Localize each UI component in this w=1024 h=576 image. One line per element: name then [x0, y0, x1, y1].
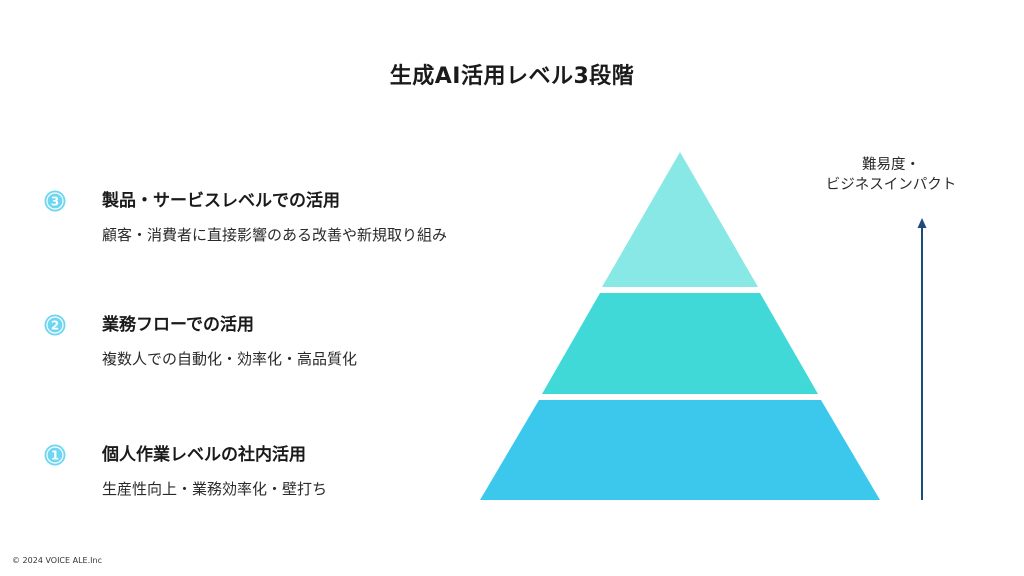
svg-text:3: 3: [51, 195, 59, 209]
level-2-heading: 業務フローでの活用: [102, 315, 254, 335]
level-2-description: 複数人での自動化・効率化・高品質化: [102, 350, 358, 368]
axis-label-line2: ビジネスインパクト: [825, 177, 957, 193]
level-1-description: 生産性向上・業務効率化・壁打ち: [102, 480, 328, 498]
number-1-badge-icon: 1: [44, 444, 66, 466]
level-1-heading: 個人作業レベルの社内活用: [102, 445, 306, 465]
pyramid-tier-bottom: [480, 400, 880, 500]
copyright-footer: © 2024 VOICE ALE.Inc: [12, 556, 102, 565]
upward-arrow-icon: [917, 218, 927, 500]
number-3-badge-icon: 3: [44, 190, 66, 212]
page-title: 生成AI活用レベル3段階: [389, 64, 635, 89]
axis-label-line1: 難易度・: [862, 157, 920, 173]
level-3-heading: 製品・サービスレベルでの活用: [102, 191, 340, 211]
svg-text:2: 2: [51, 319, 59, 333]
level-3-description: 顧客・消費者に直接影響のある改善や新規取り組み: [102, 226, 448, 244]
pyramid-tier-middle: [542, 293, 818, 394]
pyramid-tier-top: [602, 152, 758, 287]
svg-text:1: 1: [51, 449, 59, 463]
number-2-badge-icon: 2: [44, 314, 66, 336]
axis-label: 難易度・ ビジネスインパクト: [800, 155, 982, 195]
